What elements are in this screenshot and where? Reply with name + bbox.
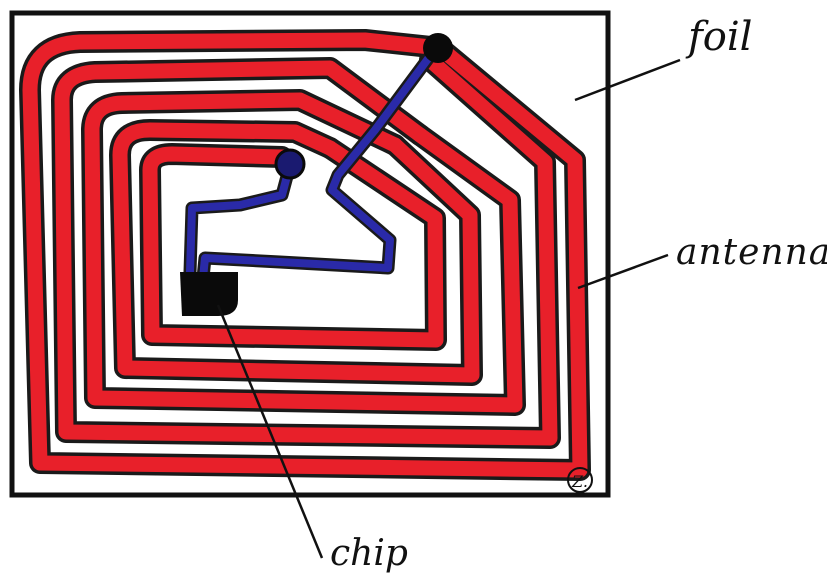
wire-inner [186,161,294,276]
chip [180,272,238,316]
foil-leader-line [574,58,681,102]
antenna-loop-3 [84,92,523,413]
antenna-loop-4 [112,122,480,383]
chip-wires [183,41,443,295]
antenna-label: antenna [676,232,827,273]
antenna-end-pad-outer [423,33,453,63]
antenna-end-pad-inner [274,148,306,180]
chip-leader-line [216,304,324,559]
antenna-loop-5 [142,140,444,348]
foil-label: foil [688,14,753,60]
signature-mark: Z. [567,467,593,493]
chip-label: chip [330,533,408,574]
wire-outer [198,44,440,292]
antenna-leader-line [577,253,669,290]
antenna-loop-2 [54,52,558,446]
signature-text: Z. [571,472,588,491]
antenna-loop-1 [22,32,588,478]
antenna-coil [19,29,591,481]
